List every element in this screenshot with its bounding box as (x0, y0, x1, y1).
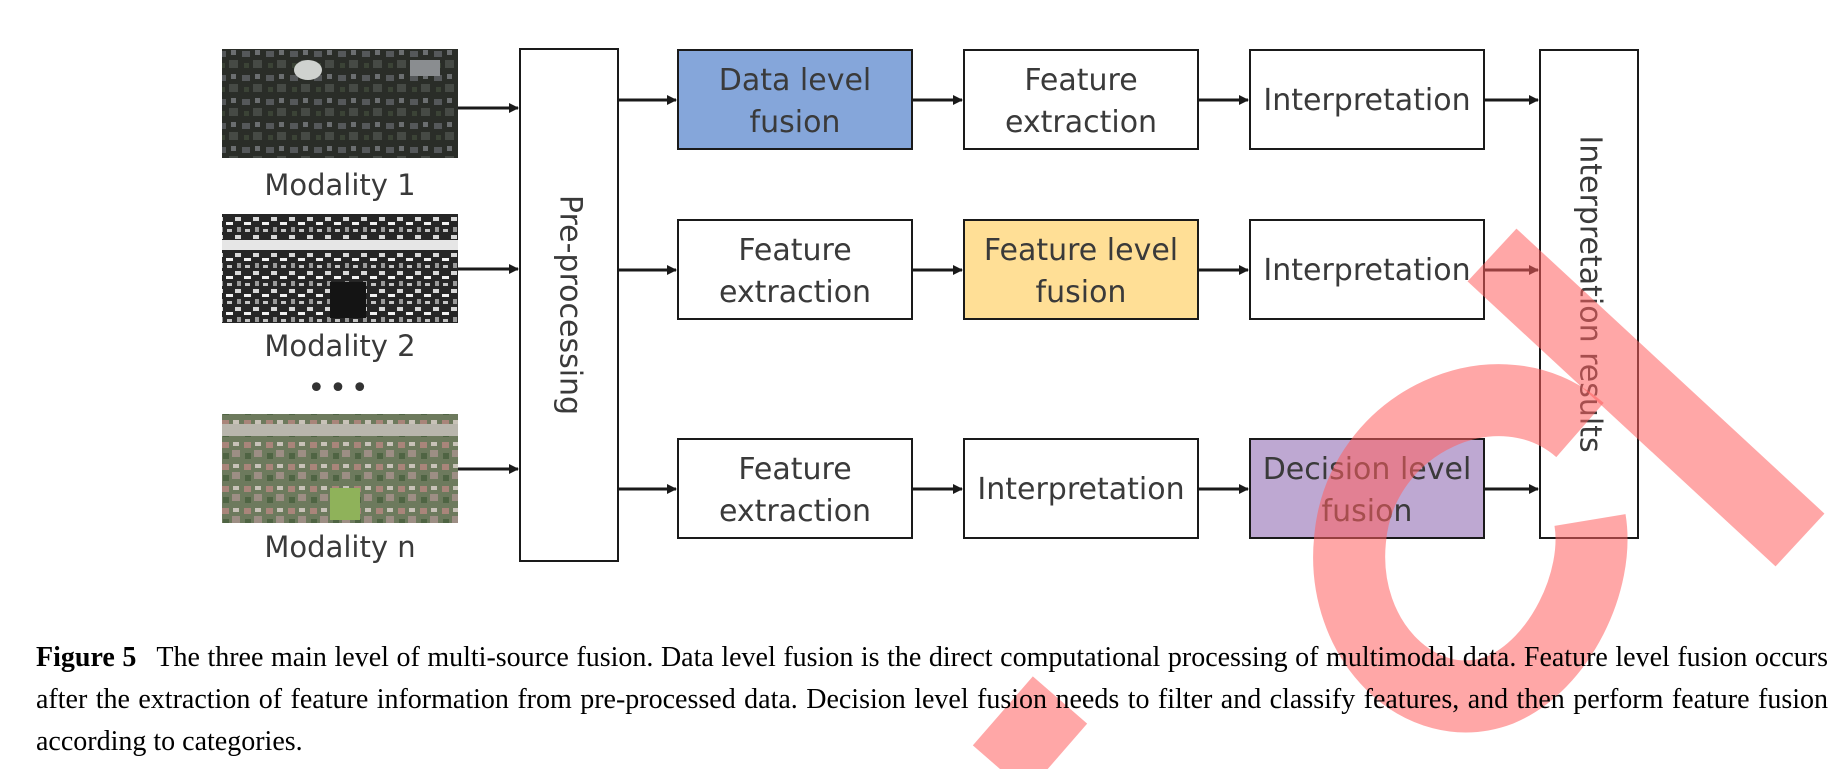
preprocessing-label: Pre-processing (553, 195, 588, 415)
modality-n-label: Modality n (264, 530, 415, 564)
modality-2-label: Modality 2 (264, 329, 415, 363)
modality-1-label: Modality 1 (264, 168, 415, 202)
feature-extraction-box-row3 (677, 438, 913, 539)
modality-n-image (222, 414, 458, 523)
data-level-fusion-label-line2: fusion (750, 105, 841, 140)
feature-extraction-row3-line2: extraction (719, 494, 871, 529)
decision-level-fusion-line2: fusion (1322, 494, 1413, 529)
ellipsis: ••• (307, 371, 372, 406)
feature-level-fusion-line2: fusion (1036, 275, 1127, 310)
feature-level-fusion-line1: Feature level (984, 233, 1178, 268)
interpretation-box-row1 (1249, 49, 1485, 150)
feature-extraction-row1-line2: extraction (1005, 105, 1157, 140)
feature-extraction-row1-line1: Feature (1024, 63, 1137, 98)
interpretation-row2-label: Interpretation (1263, 253, 1470, 288)
data-level-fusion-label-line1: Data level (719, 63, 872, 98)
data-level-fusion-box (677, 49, 913, 150)
feature-extraction-row2-line1: Feature (738, 233, 851, 268)
interpretation-row1-label: Interpretation (1263, 83, 1470, 118)
modality-1-image (222, 49, 458, 158)
modality-2-image (222, 214, 458, 323)
preprocessing-box (519, 48, 619, 562)
interpretation-results-label: Interpretation results (1573, 135, 1608, 452)
decision-level-fusion-line1: Decision level (1263, 452, 1472, 487)
caption-text: The three main level of multi-source fus… (36, 642, 1828, 757)
feature-extraction-row3-line1: Feature (738, 452, 851, 487)
feature-level-fusion-box (963, 219, 1199, 320)
interpretation-row3-label: Interpretation (977, 472, 1184, 507)
feature-extraction-box-row1 (963, 49, 1199, 150)
feature-extraction-row2-line2: extraction (719, 275, 871, 310)
feature-extraction-box-row2 (677, 219, 913, 320)
figure-label: Figure 5 (36, 642, 137, 673)
